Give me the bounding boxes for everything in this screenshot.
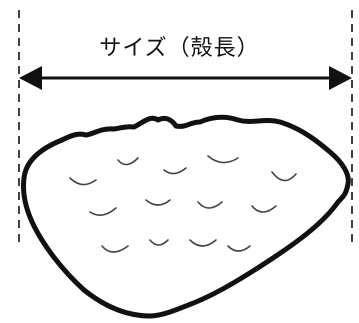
dimension-label: サイズ（殻長） bbox=[99, 36, 260, 61]
texture-mark bbox=[189, 239, 217, 247]
shell-outline bbox=[21, 114, 351, 319]
texture-mark bbox=[69, 177, 97, 186]
texture-mark bbox=[163, 167, 187, 175]
texture-mark bbox=[271, 171, 297, 182]
texture-mark bbox=[251, 205, 277, 213]
guide-lines bbox=[18, 10, 353, 246]
texture-mark bbox=[117, 157, 139, 166]
texture-mark bbox=[207, 155, 239, 164]
shell-texture bbox=[69, 155, 297, 253]
texture-mark bbox=[197, 201, 223, 209]
dimension-arrow bbox=[19, 66, 352, 90]
left-arrowhead bbox=[19, 66, 42, 90]
texture-mark bbox=[227, 245, 251, 252]
right-arrowhead bbox=[329, 66, 352, 90]
texture-mark bbox=[149, 239, 169, 246]
texture-mark bbox=[101, 245, 129, 253]
texture-mark bbox=[145, 199, 171, 206]
texture-mark bbox=[89, 207, 117, 216]
